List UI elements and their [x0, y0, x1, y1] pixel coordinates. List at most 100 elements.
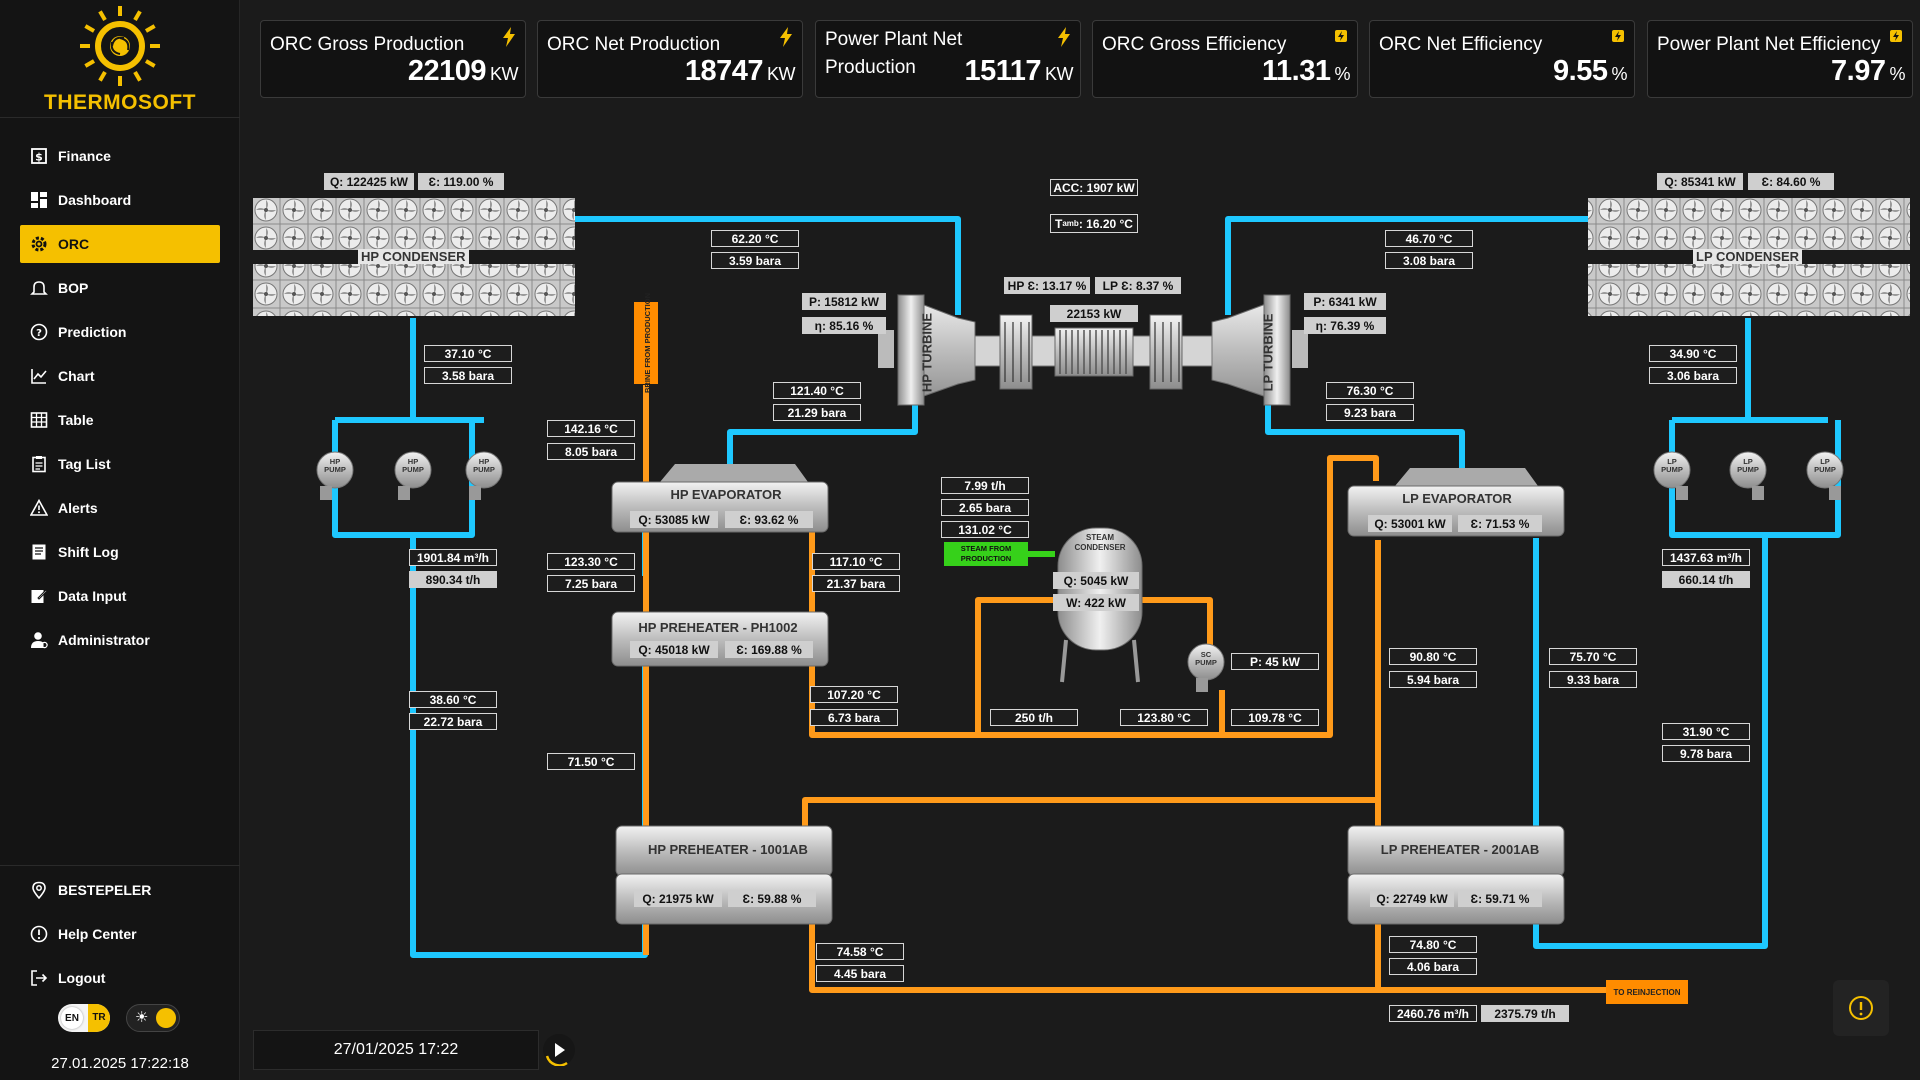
nav-label: Logout: [58, 970, 106, 986]
lp-turbine-efficiency: η: 76.39 %: [1304, 317, 1386, 334]
lp-turbine-in-temp: 76.30 °C: [1326, 382, 1414, 399]
svg-text:?: ?: [36, 328, 42, 339]
nav-item-chart[interactable]: Chart: [20, 357, 220, 395]
lp-turbine: [1211, 294, 1308, 406]
lp-turbine-in-press: 9.23 bara: [1326, 404, 1414, 421]
nav-item-tag-list[interactable]: Tag List: [20, 445, 220, 483]
nav-item-finance[interactable]: $ Finance: [20, 137, 220, 175]
sidebar: THERMOSOFT $ Finance Dashboard ORC BOP ?…: [0, 0, 240, 1080]
nav-item-shift-log[interactable]: Shift Log: [20, 533, 220, 571]
hp-ph1002-out-temp: 117.10 °C: [812, 553, 900, 570]
play-icon: [545, 1043, 568, 1066]
lp-condenser-title: LP CONDENSER: [1693, 249, 1803, 264]
efficiency-icon: [1612, 30, 1624, 42]
nav-label: Finance: [58, 148, 111, 164]
nav-item-orc[interactable]: ORC: [20, 225, 220, 263]
hp-preheater-1001ab: [615, 825, 833, 925]
hp-condenser-fans-bottom: [253, 264, 575, 316]
logo[interactable]: THERMOSOFT: [0, 0, 240, 118]
hp-ph1001-brine-temp: 74.58 °C: [816, 943, 904, 960]
nav-item-bop[interactable]: BOP: [20, 269, 220, 307]
hp-turbine-efficiency: η: 85.16 %: [802, 317, 886, 334]
hp-cond-in-press: 3.59 bara: [711, 252, 799, 269]
nav-item-logout[interactable]: Logout: [20, 959, 220, 997]
nav-label: Alerts: [58, 500, 98, 516]
hp-preheater-ph1002-title: HP PREHEATER - PH1002: [638, 620, 798, 635]
hp-pump-out-press: 22.72 bara: [409, 713, 497, 730]
lp-preheater-2001ab: [1347, 825, 1565, 925]
theme-toggle[interactable]: ☀: [126, 1004, 180, 1032]
hp-ph1002-out-press: 21.37 bara: [812, 575, 900, 592]
language-toggle[interactable]: EN TR: [58, 1004, 110, 1032]
sidebar-divider: [0, 865, 240, 866]
hp-condenser-title: HP CONDENSER: [358, 249, 469, 264]
hp-pump-in-temp: 37.10 °C: [424, 345, 512, 362]
alert-button[interactable]: [1833, 980, 1889, 1036]
lp-flow-volume: 1437.63 m³/h: [1662, 549, 1750, 566]
lp-evaporator-q: Q: 53001 kW: [1368, 515, 1452, 532]
nav-label: Shift Log: [58, 544, 119, 560]
log-book-icon: [30, 543, 48, 561]
bell-icon: [30, 279, 48, 297]
sc-pump-title: SC PUMP: [1195, 650, 1217, 667]
lp-exergy: LP Ɛ: 8.37 %: [1095, 277, 1181, 294]
steam-condenser: [1057, 527, 1143, 683]
nav-item-dashboard[interactable]: Dashboard: [20, 181, 220, 219]
kpi-title: Power Plant Net Efficiency: [1657, 34, 1881, 55]
nav-item-data-input[interactable]: Data Input: [20, 577, 220, 615]
lp-cond-in-temp: 46.70 °C: [1385, 230, 1473, 247]
current-datetime: 27.01.2025 17:22:18: [51, 1055, 189, 1072]
theme-knob: [156, 1008, 176, 1028]
kpi-title: ORC Net Efficiency: [1379, 34, 1543, 55]
nav-item-prediction[interactable]: ? Prediction: [20, 313, 220, 351]
steam-condenser-title: STEAM CONDENSER: [1074, 533, 1126, 552]
nav-label: Tag List: [58, 456, 111, 472]
kpi-orc-gross-efficiency: ORC Gross Efficiency 11.31%: [1092, 20, 1358, 98]
nav-item-site[interactable]: BESTEPELER: [20, 871, 220, 909]
lp-pump-out-temp: 31.90 °C: [1662, 723, 1750, 740]
hp-pump-title: HP PUMP: [473, 457, 495, 474]
nav-item-help-center[interactable]: Help Center: [20, 915, 220, 953]
lp-cond-in-press: 3.08 bara: [1385, 252, 1473, 269]
kpi-orc-net-efficiency: ORC Net Efficiency 9.55%: [1369, 20, 1635, 98]
sc-loop-flow: 250 t/h: [990, 709, 1078, 726]
nav-item-table[interactable]: Table: [20, 401, 220, 439]
svg-text:$: $: [35, 151, 43, 164]
steam-flow: 7.99 t/h: [941, 477, 1029, 494]
lp-ph-out-temp: 75.70 °C: [1549, 648, 1637, 665]
lp-pump-in-temp: 34.90 °C: [1649, 345, 1737, 362]
lp-condenser-fans-top: [1588, 198, 1910, 250]
dashboard-icon: [30, 191, 48, 209]
nav-label: ORC: [58, 236, 90, 252]
lp-pump-title: LP PUMP: [1661, 457, 1683, 474]
play-button[interactable]: [543, 1034, 575, 1066]
hp-turbine-in-temp: 121.40 °C: [773, 382, 861, 399]
hp-condenser-q: Q: 122425 kW: [324, 173, 414, 190]
lp-flow-mass: 660.14 t/h: [1662, 571, 1750, 588]
datetime-picker[interactable]: 27/01/2025 17:22: [253, 1030, 539, 1070]
nav-label: BESTEPELER: [58, 882, 152, 898]
nav-item-administrator[interactable]: Administrator: [20, 621, 220, 659]
kpi-title: ORC Net Production: [547, 34, 721, 55]
steam-condenser-q: Q: 5045 kW: [1053, 572, 1139, 589]
info-circle-icon: [30, 925, 48, 943]
sun-logo-icon: [80, 6, 160, 86]
generator: [974, 314, 1213, 390]
hp-turbine: [878, 294, 976, 406]
sun-icon: ☀: [135, 1009, 149, 1026]
steam-pressure: 2.65 bara: [941, 499, 1029, 516]
cog-icon: [30, 235, 48, 253]
kpi-value: 7.97%: [1831, 55, 1905, 87]
nav-label: Dashboard: [58, 192, 132, 208]
lp-preheater-2001ab-title: LP PREHEATER - 2001AB: [1380, 842, 1540, 857]
kpi-value: 11.31%: [1262, 55, 1350, 87]
nav-item-alerts[interactable]: Alerts: [20, 489, 220, 527]
reinjection-flow-mass: 2375.79 t/h: [1481, 1005, 1569, 1022]
nav-label: BOP: [58, 280, 89, 296]
